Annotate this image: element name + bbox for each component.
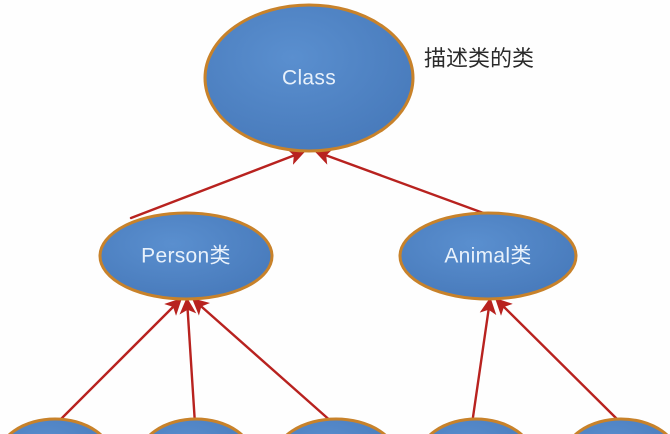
edge-leaf1-to-person <box>55 298 182 425</box>
node-leaf-5[interactable] <box>563 417 670 434</box>
edges-layer <box>55 148 622 426</box>
edge-leaf4-to-animal <box>470 297 497 426</box>
node-leaf-1[interactable] <box>0 417 113 434</box>
node-label-animal: Animal类 <box>444 245 531 268</box>
node-shape-leaf-3 <box>285 417 387 434</box>
node-label-class: Class <box>282 67 336 90</box>
annotation-describes-class: 描述类的类 <box>424 47 534 72</box>
node-shape-leaf-4 <box>428 417 524 434</box>
node-label-person: Person类 <box>141 245 231 268</box>
node-shape-leaf-1 <box>7 417 103 434</box>
node-shape-animal <box>398 211 578 301</box>
node-shape-person <box>98 211 274 301</box>
node-animal[interactable]: Animal类 <box>398 211 578 301</box>
node-person[interactable]: Person类 <box>98 211 274 301</box>
edge-leaf2-to-person <box>179 297 197 426</box>
node-class[interactable]: Class <box>203 3 415 153</box>
node-leaf-2[interactable] <box>138 417 254 434</box>
edge-person-to-class <box>129 149 306 220</box>
node-shape-class <box>203 3 415 153</box>
node-leaf-3[interactable] <box>274 417 398 434</box>
edge-animal-to-class <box>314 148 499 220</box>
edge-leaf3-to-person <box>191 298 335 425</box>
edge-leaf5-to-animal <box>495 298 622 424</box>
node-shape-leaf-2 <box>148 417 244 434</box>
node-shape-leaf-5 <box>573 417 669 434</box>
node-leaf-4[interactable] <box>418 417 534 434</box>
